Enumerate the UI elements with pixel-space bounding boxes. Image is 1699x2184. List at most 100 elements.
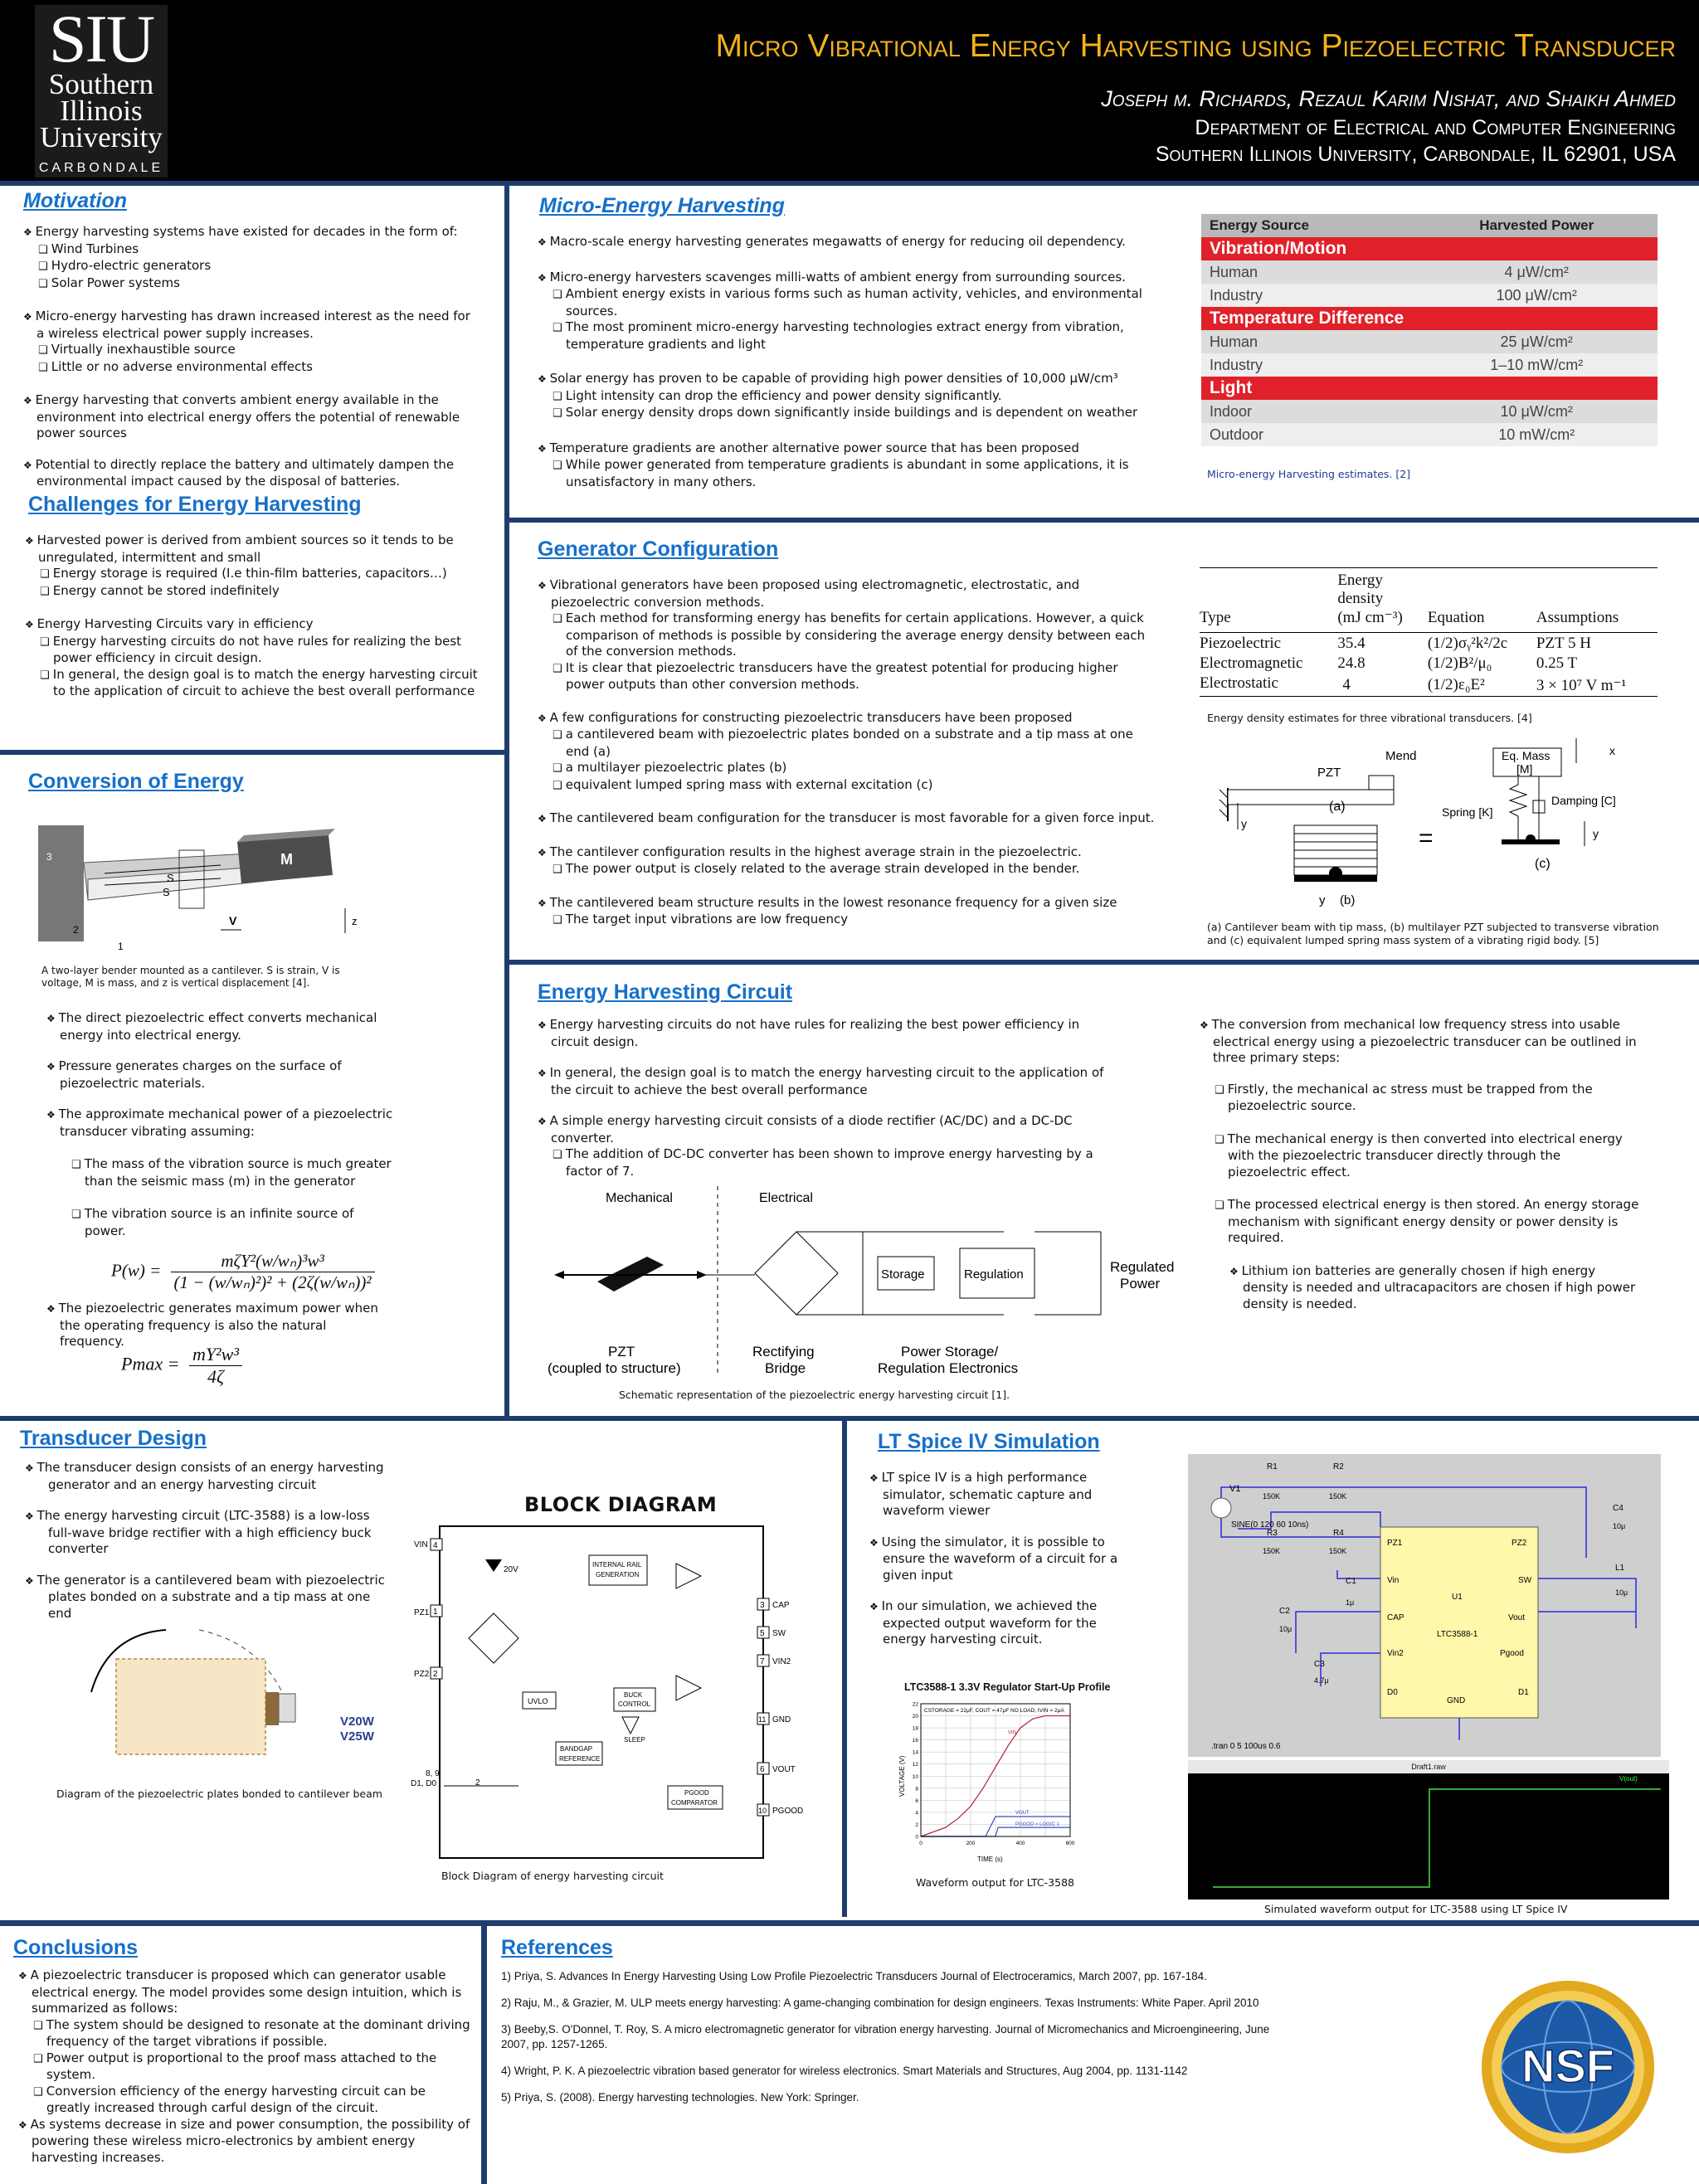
block-label-vout: VOUT — [772, 1765, 796, 1774]
table2-cell: Electrostatic — [1200, 673, 1338, 697]
motivation-p4: Potential to directly replace the batter… — [35, 456, 455, 489]
chart-ylabel: VOLTAGE (V) — [898, 1755, 906, 1797]
fig-label-s2: S — [163, 886, 170, 898]
table2-cell: 0.25 T — [1536, 654, 1578, 672]
chart-ytick: 8 — [915, 1786, 918, 1792]
table2-cell: 24.8 — [1337, 654, 1366, 672]
chart-series-label: PGOOD = LOGIC 1 — [1015, 1822, 1060, 1827]
wave-trace-high — [1429, 1788, 1661, 1790]
challenges-p1: Harvested power is derived from ambient … — [37, 533, 454, 565]
fig-mass — [237, 835, 333, 883]
motivation-p1b: Hydro-electric generators — [23, 258, 478, 275]
circuit-r1a: Firstly, the mechanical ac stress must b… — [1200, 1082, 1639, 1115]
ltspice-p2: Using the simulator, it is possible to e… — [881, 1534, 1118, 1583]
block-irg — [588, 1554, 648, 1586]
sch-label-sw: SW — [1518, 1576, 1532, 1585]
rule — [842, 1421, 847, 1917]
conversion-fig-caption: A two-layer bender mounted as a cantilev… — [41, 965, 340, 989]
micro-p3a: Light intensity can drop the efficiency … — [538, 388, 1190, 406]
fig-label-v: V — [229, 914, 237, 927]
circuit-p2: In general, the design goal is to match … — [549, 1065, 1104, 1097]
sch-label-r1v: 150K — [1263, 1492, 1280, 1501]
block-diagram: VIN 4 PZ1 1 PZ2 2 8, 9 D1, D0 20V INTERN… — [411, 1525, 803, 1859]
challenges-p2: Energy Harvesting Circuits vary in effic… — [37, 616, 314, 631]
table2-header-equation: Equation — [1427, 567, 1536, 633]
table-cell: 1–10 mW/cm² — [1415, 353, 1658, 377]
sch-label-tran: .tran 0 5 100us 0.6 — [1211, 1742, 1281, 1751]
block-sleep — [621, 1716, 640, 1735]
sch-label-r4v: 150K — [1329, 1547, 1346, 1555]
table-section-light: Light — [1201, 377, 1658, 400]
fig-label-storage: Storage — [881, 1267, 925, 1282]
fig-hatch — [1219, 809, 1229, 819]
fig-label-v25w: V25W — [340, 1729, 375, 1744]
circuit-p1: Energy harvesting circuits do not have r… — [549, 1017, 1080, 1049]
block-pin-3: 3 — [760, 1601, 765, 1610]
rule — [0, 1416, 1699, 1421]
sch-label-r3: R3 — [1267, 1529, 1278, 1538]
logo-line4: CARBONDALE — [38, 161, 164, 175]
chart-caption: Waveform output for LTC-3588 — [916, 1876, 1074, 1889]
table-cell: Indoor — [1201, 400, 1416, 423]
block-label-sleep: SLEEP — [624, 1736, 645, 1744]
micro-p3b: Solar energy density drops down signific… — [538, 405, 1190, 422]
logo-line2: Illinois — [60, 95, 143, 127]
block-label-cap: CAP — [772, 1601, 790, 1610]
poster-authors: Joseph m. Richards, Rezaul Karim Nishat,… — [1101, 86, 1676, 111]
heading-generator: Generator Configuration — [538, 537, 779, 561]
block-pin — [430, 1538, 443, 1551]
conclusions-p1b: Power output is proportional to the proo… — [18, 2050, 473, 2084]
transducer-p3: The generator is a cantilevered beam wit… — [37, 1572, 385, 1621]
block-pin-89: 8, 9 — [426, 1769, 440, 1778]
conversion-text2: The piezoelectric generates maximum powe… — [46, 1301, 395, 1365]
sch-label-r1: R1 — [1267, 1462, 1278, 1471]
fig-label-spring: Spring [K] — [1442, 805, 1492, 819]
generator-p4a: The power output is closely related to t… — [538, 861, 1160, 878]
table2-cell: (1/2)ε₀E² — [1427, 673, 1536, 697]
fig-bridge — [754, 1231, 839, 1316]
circuit-r1b: The mechanical energy is then converted … — [1200, 1131, 1639, 1181]
block-label-gnd: GND — [772, 1715, 791, 1724]
chart-ytick: 22 — [913, 1702, 919, 1708]
fig-label-mechanical: Mechanical — [606, 1191, 673, 1205]
chart-legend: CSTORAGE = 22μF, COUT = 47μF NO LOAD, IV… — [924, 1708, 1064, 1714]
sch-label-pz2: PZ2 — [1512, 1539, 1527, 1548]
sch-label-u1: U1 — [1452, 1593, 1463, 1602]
block-buck — [613, 1687, 656, 1712]
conversion-p3: The approximate mechanical power of a pi… — [58, 1107, 393, 1139]
rule — [0, 1920, 1699, 1926]
block-label-vin2: VIN2 — [772, 1657, 791, 1666]
generator-p1: Vibrational generators have been propose… — [549, 577, 1080, 610]
fig-spring — [1508, 776, 1528, 839]
fig-base-dot — [1526, 834, 1536, 844]
table2-cell: (1/2)σᵧ²k²/2c — [1427, 635, 1508, 652]
block-uvlo — [522, 1691, 557, 1710]
fig-label-pzt: PZT — [608, 1344, 635, 1360]
table-cell: Industry — [1201, 353, 1416, 377]
sch-label-c4v: 10μ — [1613, 1522, 1625, 1530]
fig-label-regulation: Regulation — [964, 1267, 1024, 1282]
micro-p3: Solar energy has proven to be capable of… — [549, 371, 1118, 386]
fig-eqmass-box — [1492, 747, 1562, 777]
fig-label-eqmass: Eq. Mass — [1502, 749, 1550, 762]
table2-header-energy1: Energy — [1337, 572, 1383, 589]
block-label-vin: VIN — [414, 1540, 428, 1549]
fig-label-pzt: PZT — [1317, 766, 1341, 780]
table2-header-type: Type — [1200, 567, 1338, 633]
transducer-fig-caption: Diagram of the piezoelectric plates bond… — [56, 1788, 382, 1800]
schematic-source — [1210, 1497, 1232, 1519]
fig-label-y2: y — [1319, 893, 1326, 907]
block-label-20v: 20V — [504, 1565, 518, 1574]
fig-hatch — [1219, 799, 1229, 809]
rule — [481, 1926, 487, 2184]
fig-label-b: (b) — [1340, 893, 1355, 907]
motivation-p2b: Little or no adverse environmental effec… — [23, 359, 478, 377]
table-cell: 25 μW/cm² — [1415, 330, 1658, 353]
table2-cell: Piezoelectric — [1200, 635, 1282, 652]
fig-label-bridge: Bridge — [765, 1360, 806, 1376]
logo-siu: SIU — [48, 1, 155, 76]
sch-label-c1: C1 — [1346, 1577, 1356, 1586]
sch-label-l1v: 10μ — [1615, 1588, 1628, 1597]
sch-label-vout: Vout — [1508, 1613, 1525, 1622]
chart-frame — [920, 1703, 1071, 1837]
